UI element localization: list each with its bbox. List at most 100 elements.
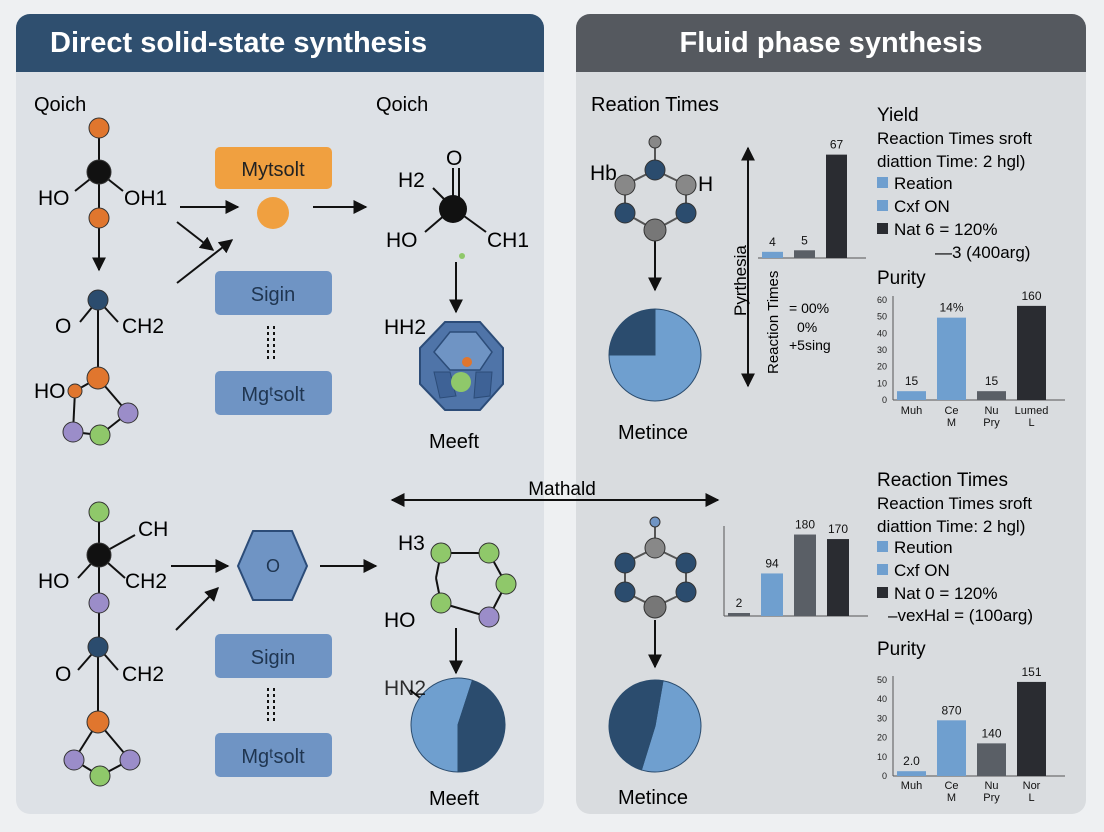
chart-3-category-label: Nu xyxy=(984,780,998,792)
info-block-top: Yield Reaction Times sroft diattion Time… xyxy=(877,105,1032,262)
axis-note-3: +5sing xyxy=(789,337,831,353)
legend-swatch-bottom-1 xyxy=(877,541,888,552)
label-hn2: HN2 xyxy=(384,677,426,700)
label-h: H xyxy=(698,173,713,196)
label-ho-5: HO xyxy=(384,609,416,632)
pie-chart-left-bottom xyxy=(410,677,506,773)
legend-swatch-bottom-3 xyxy=(877,587,888,598)
chart-1-y-tick: 40 xyxy=(877,328,887,338)
label-ch2-3: CH2 xyxy=(122,663,164,686)
box-diamond-label: O xyxy=(266,556,280,576)
label-qoich-2: Qoich xyxy=(376,94,428,116)
chart-1-y-tick: 20 xyxy=(877,362,887,372)
box-mgtsolt-1-label: Mgᵗsolt xyxy=(241,384,305,406)
chart-0-data-label: 4 xyxy=(769,235,776,249)
box-mgtsolt-2-label: Mgᵗsolt xyxy=(241,746,305,768)
label-ho-3: HO xyxy=(386,229,418,252)
small-green-atom xyxy=(459,253,465,259)
chart-1-bar xyxy=(977,391,1006,400)
arrows-top-left xyxy=(176,200,368,360)
chart-1-y-tick: 10 xyxy=(877,378,887,388)
box-sigin-2: Sigin xyxy=(215,634,332,678)
chart-3-y-tick: 40 xyxy=(877,694,887,704)
box-sigin-1-label: Sigin xyxy=(251,284,295,306)
purity-heading-bottom: Purity xyxy=(877,639,926,660)
axis-note-2: 0% xyxy=(797,319,817,335)
chart-1-category-label: Pry xyxy=(983,417,1000,429)
chart-3-category-label: Ce xyxy=(944,780,958,792)
chart-3-category-label: L xyxy=(1028,792,1034,804)
chart-3-data-label: 2.0 xyxy=(903,754,920,768)
chart-3-data-label: 140 xyxy=(981,726,1001,740)
box-sigin-2-label: Sigin xyxy=(251,647,295,669)
info-top-line2: diattion Time: 2 hgl) xyxy=(877,152,1025,171)
chart-3-bar xyxy=(977,743,1006,776)
chart-1-data-label: 15 xyxy=(985,374,999,388)
pie-1-slice xyxy=(608,308,656,356)
chart-2-data-label: 94 xyxy=(765,556,779,570)
box-diamond: O xyxy=(236,530,309,601)
chart-1-bar xyxy=(1017,305,1046,400)
chart-1-category-label: Lumed xyxy=(1015,405,1049,417)
chart-1-data-label: 14% xyxy=(939,301,963,315)
fluid-phase-title: Fluid phase synthesis xyxy=(576,14,1086,72)
atoms-3 xyxy=(63,501,141,787)
chart-1-y-tick: 30 xyxy=(877,345,887,355)
chart-1-y-tick: 50 xyxy=(877,312,887,322)
legend-swatch-top-2 xyxy=(877,200,888,211)
chart-1-category-label: M xyxy=(947,417,956,429)
chart-0-data-label: 5 xyxy=(801,233,808,247)
atoms-4 xyxy=(430,542,517,628)
label-qoich-1: Qoich xyxy=(34,94,86,116)
label-metince-1: Metince xyxy=(618,422,688,444)
chart-3-data-label: 870 xyxy=(941,703,961,717)
crystal-cluster xyxy=(419,321,504,411)
orange-particle xyxy=(257,197,289,229)
chart-3-y-tick: 30 xyxy=(877,713,887,723)
label-meeft-2: Meeft xyxy=(429,788,479,810)
axis-note-1: = 00% xyxy=(789,300,829,316)
chart-1-category-label: L xyxy=(1028,417,1034,429)
legend-bottom-1: Reution xyxy=(894,538,953,557)
chart-1-category-label: Ce xyxy=(944,405,958,417)
label-ho-1: HO xyxy=(38,187,70,210)
label-o-1: O xyxy=(55,315,71,338)
chart-2-bar xyxy=(827,539,849,616)
legend-top-3: Nat 6 = 120% xyxy=(894,220,998,239)
label-oh1: OH1 xyxy=(124,187,167,210)
chart-3-category-label: M xyxy=(947,792,956,804)
info-top-line1: Reaction Times sroft xyxy=(877,129,1032,148)
box-mgtsolt-2: Mgᵗsolt xyxy=(215,733,332,777)
label-ho-2: HO xyxy=(34,380,66,403)
chart-2-data-label: 2 xyxy=(736,596,743,610)
label-reation-times: Reation Times xyxy=(591,94,719,116)
label-o-3: O xyxy=(55,663,71,686)
chart-3-category-label: Nor xyxy=(1023,780,1041,792)
legend-swatch-top-3 xyxy=(877,223,888,234)
label-ch2-1: CH2 xyxy=(122,315,164,338)
chart-3-bar xyxy=(1017,681,1046,776)
chart-3-bar xyxy=(897,771,926,776)
label-hb: Hb xyxy=(590,162,617,185)
bar-chart-top-small: 4 5 67 xyxy=(758,138,866,259)
arrows-bottom-left xyxy=(171,559,378,722)
chart-0-data-label: 67 xyxy=(830,138,844,152)
box-mytsolt: Mytsolt xyxy=(215,147,332,189)
legend-bottom-2: Cxf ON xyxy=(894,561,950,580)
pie-3-slice xyxy=(608,679,664,771)
info-top-extra: —3 (400arg) xyxy=(935,243,1030,262)
chart-3-y-tick: 20 xyxy=(877,733,887,743)
label-reaction-times-axis: Reaction Times xyxy=(765,271,782,374)
info-bottom-line1: Reaction Times sroft xyxy=(877,494,1032,513)
chart-1-data-label: 15 xyxy=(905,374,919,388)
chart-3-category-label: Pry xyxy=(983,792,1000,804)
chart-2-data-label: 170 xyxy=(828,522,848,536)
label-ch2-2: CH2 xyxy=(125,570,167,593)
chart-1-bar xyxy=(937,317,966,400)
method-label: Mathald xyxy=(528,479,596,500)
legend-swatch-top-1 xyxy=(877,177,888,188)
legend-top-2: Cxf ON xyxy=(894,197,950,216)
chart-3-y-tick: 0 xyxy=(882,771,887,781)
